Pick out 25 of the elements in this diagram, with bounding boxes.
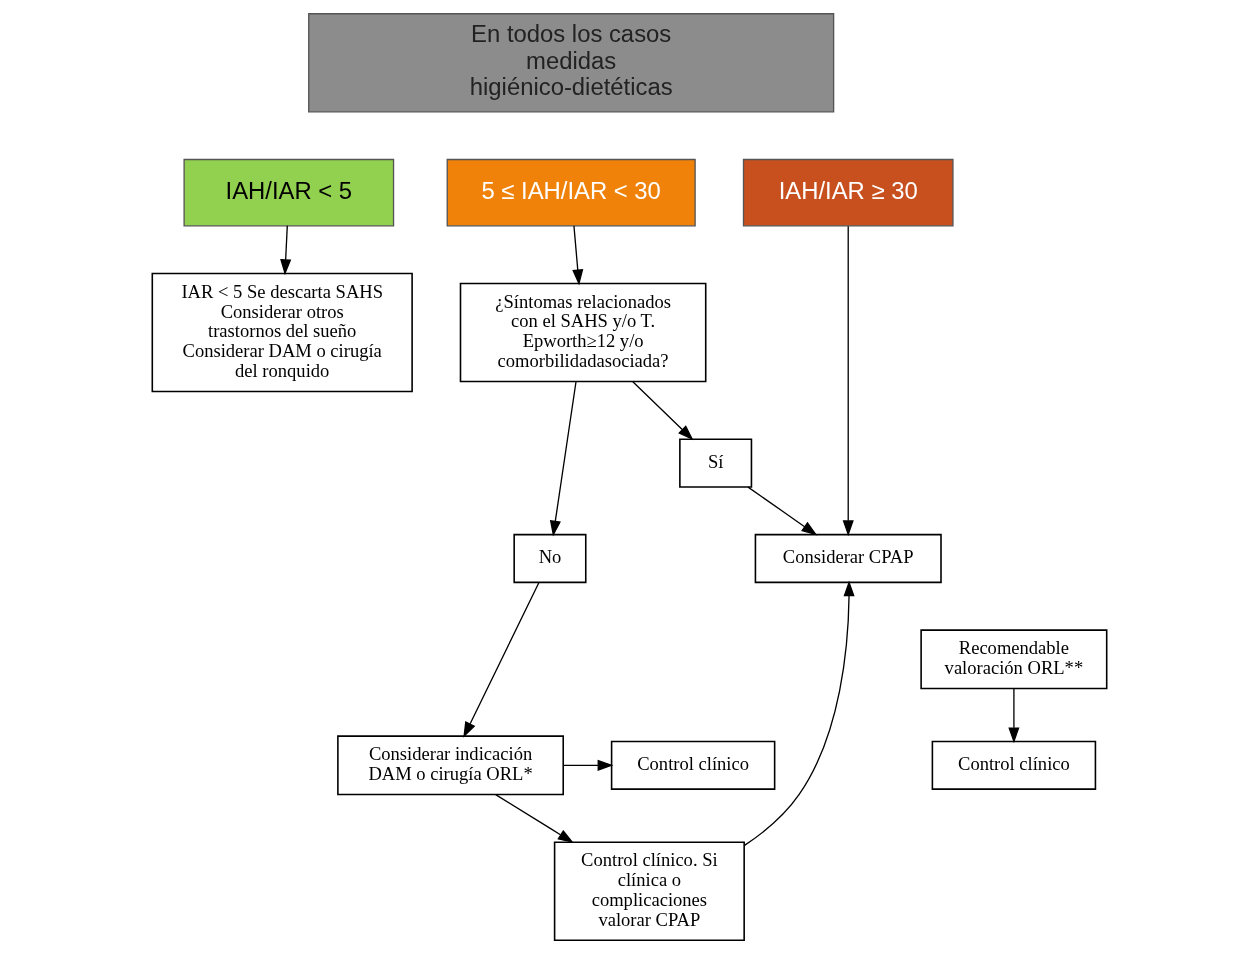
arrow [842,225,854,537]
arrow [494,793,574,843]
node-box: Control clínico. Si clínica o complicaciones valorar CPAP [553,841,745,942]
arrow [279,225,291,276]
node-box: IAR < 5 Se descarta SAHS Considerar otros trastornos del sueño Considerar DAM o cirugía del ronquido [151,272,413,393]
arrow [562,759,613,771]
node-box: Considerar indicación DAM o cirugía ORL* [336,735,564,796]
arrow [462,581,540,738]
node-box: ¿Síntomas relacionados con el SAHS y/o T. Epworth≥12 y/o comorbilidadasociada? [459,282,706,383]
arrow [743,580,855,847]
node-box: IAH/IAR < 5 [182,158,394,227]
arrow [549,381,577,537]
node-box: 5 ≤ IAH/IAR < 30 [446,158,696,227]
node-box: No [512,533,587,584]
arrow [631,381,693,441]
arrow [1007,688,1019,744]
node-box: Control clínico [931,740,1096,790]
arrow [746,486,817,536]
node-box: IAH/IAR ≥ 30 [742,158,954,227]
node-box: Recomendable valoración ORL** [919,629,1107,690]
node-box: Control clínico [610,740,775,790]
node-box: Sí [678,438,752,488]
node-box: Considerar CPAP [754,533,942,584]
node-box: En todos los casos medidas higiénico-dietéticas [307,13,834,113]
arrow [571,225,583,286]
